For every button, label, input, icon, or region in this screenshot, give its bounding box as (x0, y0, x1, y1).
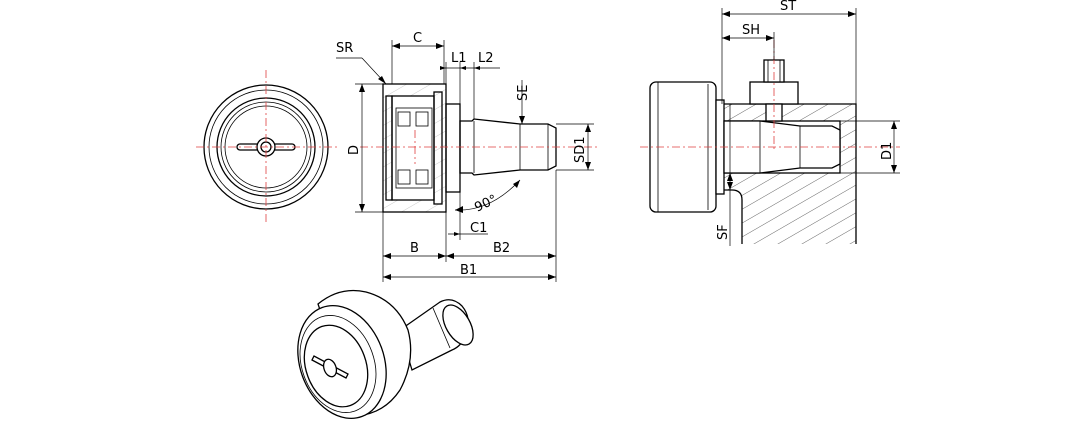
section-view (360, 83, 600, 213)
label-D: D (347, 145, 362, 155)
mounted-view (640, 40, 900, 244)
label-B: B (410, 241, 419, 256)
section-dimensions: C SR L1 L2 SE D SD1 (336, 31, 594, 282)
label-C: C (413, 31, 422, 46)
label-ST: ST (780, 0, 796, 14)
front-view (196, 70, 340, 224)
mounted-dimensions: ST SH D1 SF (716, 0, 900, 246)
isometric-view (297, 289, 474, 420)
label-L1: L1 (451, 51, 467, 66)
label-SH: SH (742, 23, 760, 38)
label-SD1: SD1 (573, 136, 588, 163)
label-B1: B1 (460, 263, 477, 278)
label-SR: SR (336, 41, 353, 56)
label-C1: C1 (470, 221, 487, 236)
label-D1: D1 (880, 142, 895, 160)
label-SE: SE (516, 85, 531, 101)
label-angle: 90° (472, 192, 499, 215)
label-L2: L2 (478, 51, 494, 66)
label-SF: SF (716, 224, 731, 240)
label-B2: B2 (493, 241, 510, 256)
